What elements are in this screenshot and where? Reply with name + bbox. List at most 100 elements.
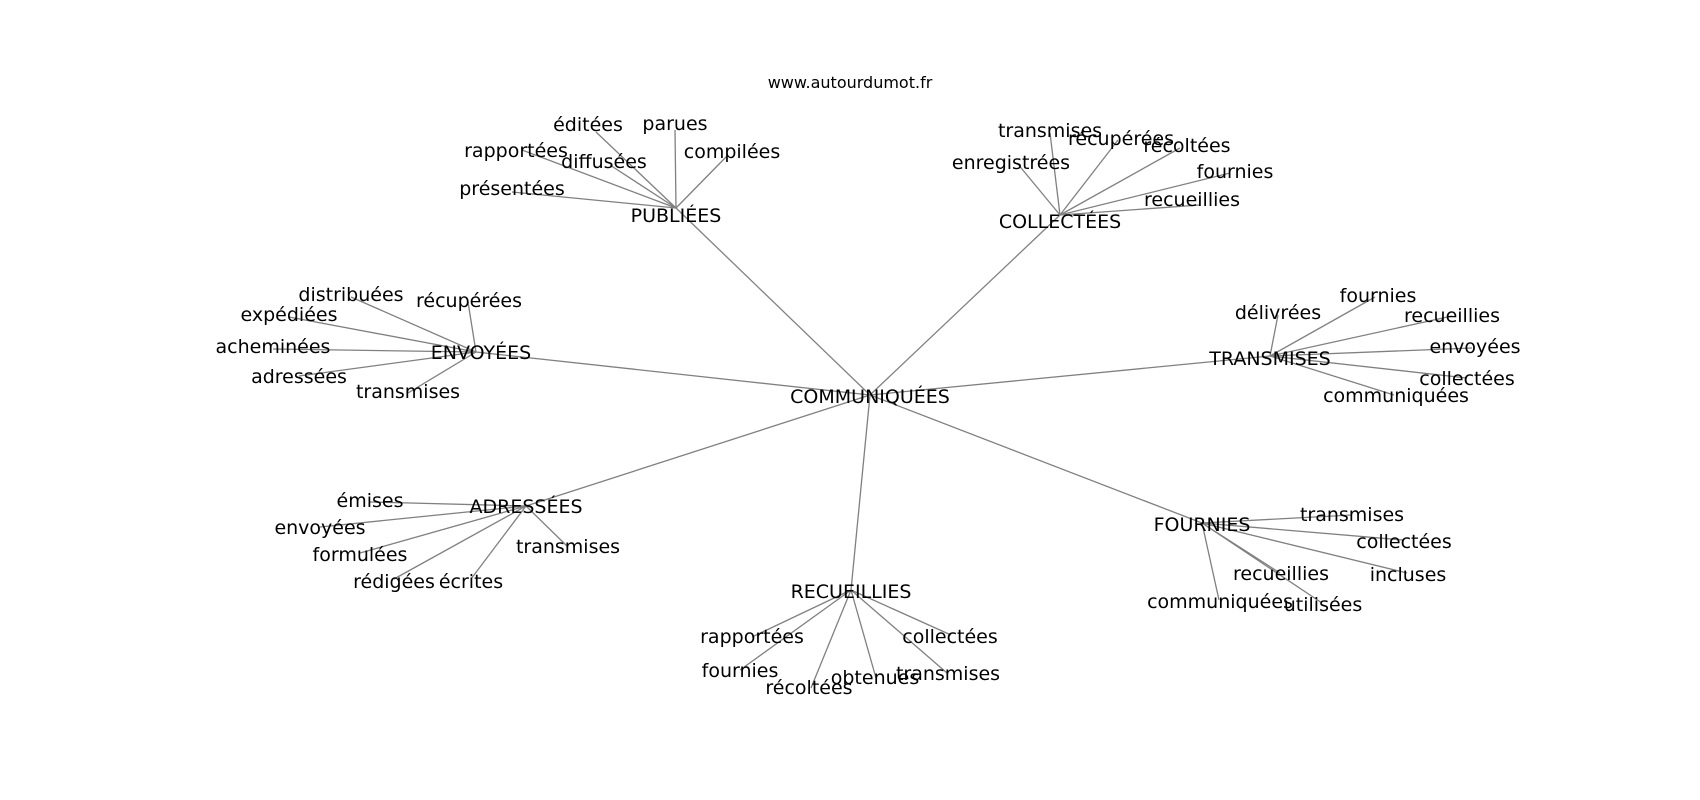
edge-hub-leaf — [1269, 315, 1453, 357]
edge-hub-leaf — [751, 589, 852, 638]
edge-hub-leaf — [850, 589, 952, 636]
edge-hub-leaf — [467, 301, 477, 353]
leaf-node-label: recueillies — [1233, 563, 1329, 585]
edge-hub-leaf — [1049, 132, 1061, 216]
edge-hub-leaf — [1016, 162, 1061, 216]
hub-node-label: RECUEILLIES — [791, 581, 912, 603]
edge-hub-leaf — [511, 191, 677, 209]
leaf-node-label: récoltées — [765, 677, 852, 699]
hub-node-label: PUBLIÉES — [631, 204, 722, 227]
hub-node-label: TRANSMISES — [1208, 348, 1330, 370]
center-node-label: COMMUNIQUÉES — [790, 385, 950, 408]
leaf-node-label: utilisées — [1284, 594, 1363, 616]
edge-hub-leaf — [1059, 139, 1119, 216]
edge-center-hub — [869, 355, 1271, 396]
edge-hub-leaf — [850, 589, 877, 679]
leaf-node-label: incluses — [1370, 564, 1447, 586]
leaf-node-label: envoyées — [1429, 336, 1520, 358]
edge-hub-leaf — [350, 296, 477, 353]
edge-hub-leaf — [850, 589, 948, 674]
leaf-node-label: adressées — [251, 366, 347, 388]
leaf-node-label: transmises — [1300, 504, 1404, 526]
leaf-node-label: rédigées — [353, 571, 435, 593]
leaf-node-label: rapportées — [464, 140, 568, 162]
source-url: www.autourdumot.fr — [768, 73, 933, 92]
hub-node-label: ADRESSÉES — [469, 495, 582, 518]
leaf-node-label: émises — [337, 490, 404, 512]
edge-hub-leaf — [1201, 522, 1220, 601]
leaf-node-label: collectées — [1356, 531, 1452, 553]
leaf-node-label: expédiées — [241, 304, 338, 326]
edge-hub-leaf — [1269, 347, 1473, 357]
edge-hub-leaf — [1201, 514, 1353, 524]
leaf-node-label: acheminées — [216, 336, 331, 358]
hub-node-label: ENVOYÉES — [431, 341, 531, 364]
leaf-node-label: collectées — [902, 626, 998, 648]
edge-hub-leaf — [369, 501, 527, 507]
leaf-node-label: formulées — [313, 544, 408, 566]
edge-hub-leaf — [1269, 314, 1279, 357]
edge-hub-leaf — [674, 129, 677, 209]
edge-center-hub — [525, 394, 871, 507]
edge-hub-leaf — [1269, 355, 1468, 379]
edge-hub-leaf — [1269, 296, 1376, 357]
edge-hub-leaf — [1201, 522, 1408, 574]
leaf-node-label: récupérées — [1068, 128, 1174, 150]
graph-labels: COMMUNIQUÉES PUBLIÉES éditées parues compilé… — [216, 113, 1521, 699]
edge-hub-leaf — [525, 505, 569, 548]
leaf-node-label: parues — [642, 113, 707, 135]
leaf-node-label: rapportées — [700, 626, 804, 648]
edge-hub-leaf — [810, 589, 852, 689]
leaf-node-label: fournies — [1340, 285, 1417, 307]
edge-hub-leaf — [407, 351, 477, 394]
leaf-node-label: obtenues — [831, 667, 920, 689]
edge-hub-leaf — [319, 505, 527, 528]
edge-center-hub — [869, 394, 1203, 524]
edge-hub-leaf — [1059, 172, 1231, 216]
hub-node-label: COLLECTÉES — [999, 210, 1121, 233]
leaf-node-label: transmises — [516, 536, 620, 558]
edge-hub-leaf — [1201, 522, 1323, 604]
leaf-node-label: recueillies — [1144, 189, 1240, 211]
edge-hub-leaf — [1059, 147, 1181, 216]
leaf-node-label: communiquées — [1147, 591, 1293, 613]
edge-hub-leaf — [1269, 355, 1395, 396]
edge-hub-leaf — [739, 589, 852, 671]
leaf-node-label: fournies — [1197, 161, 1274, 183]
leaf-node-label: fournies — [702, 660, 779, 682]
leaf-node-label: recueillies — [1404, 305, 1500, 327]
edge-hub-leaf — [595, 131, 677, 209]
leaf-node-label: transmises — [896, 663, 1000, 685]
edge-hub-leaf — [675, 155, 728, 209]
edge-hub-leaf — [1201, 522, 1404, 541]
leaf-node-label: récupérées — [416, 290, 522, 312]
leaf-node-label: récoltées — [1143, 135, 1230, 157]
leaf-node-label: compilées — [684, 141, 780, 163]
edge-hub-leaf — [359, 505, 527, 554]
edge-hub-leaf — [298, 351, 477, 377]
edge-hub-leaf — [288, 316, 477, 353]
leaf-node-label: présentées — [459, 178, 565, 200]
leaf-node-label: transmises — [998, 120, 1102, 142]
hub-node-label: FOURNIES — [1154, 514, 1251, 536]
leaf-node-label: communiquées — [1323, 385, 1469, 407]
edge-hub-leaf — [1059, 204, 1201, 216]
edge-hub-leaf — [470, 505, 527, 580]
leaf-node-label: distribuées — [298, 284, 403, 306]
leaf-node-label: délivrées — [1235, 302, 1321, 324]
leaf-node-label: enregistrées — [952, 152, 1070, 174]
leaf-node-label: écrites — [439, 571, 503, 593]
leaf-node-label: éditées — [553, 114, 623, 136]
edge-center-hub — [869, 214, 1061, 396]
edge-center-hub — [850, 394, 871, 591]
leaf-node-label: transmises — [356, 381, 460, 403]
leaf-node-label: envoyées — [274, 517, 365, 539]
graph-edges — [272, 129, 1473, 689]
edge-hub-leaf — [393, 505, 527, 580]
edge-hub-leaf — [521, 149, 677, 209]
leaf-node-label: collectées — [1419, 368, 1515, 390]
edge-hub-leaf — [272, 348, 477, 353]
edge-center-hub — [675, 207, 871, 396]
edge-center-hub — [475, 351, 871, 396]
